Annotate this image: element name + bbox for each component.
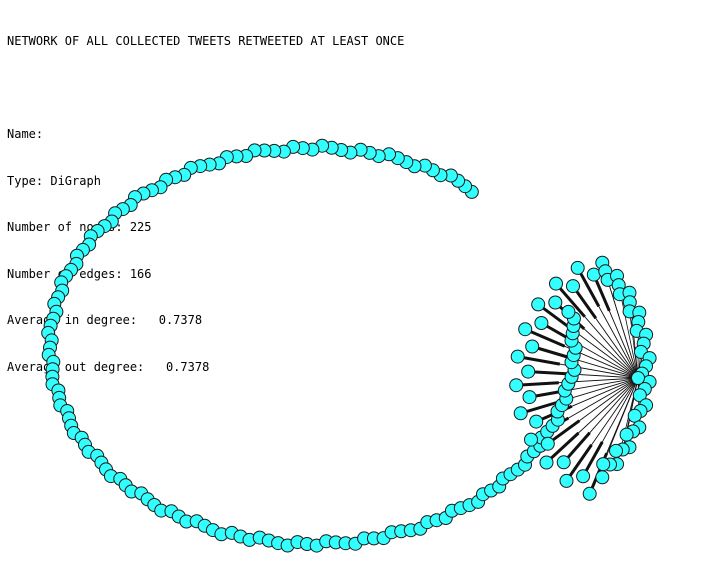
graph-edge <box>524 327 566 348</box>
graph-edge <box>516 381 559 387</box>
graph-edge <box>576 267 601 308</box>
graph-node <box>595 470 610 485</box>
graph-node <box>561 304 576 319</box>
edge-layer <box>516 262 650 495</box>
graph-node <box>609 443 623 458</box>
graph-node <box>534 316 549 330</box>
graph-edge <box>602 377 639 465</box>
graph-node <box>539 455 554 470</box>
graph-node <box>521 364 536 379</box>
node-layer <box>41 138 657 553</box>
graph-node <box>525 339 540 354</box>
graph-edge <box>607 279 639 379</box>
graph-title: NETWORK OF ALL COLLECTED TWEETS RETWEETE… <box>7 34 405 48</box>
graph-node <box>586 267 601 282</box>
graph-edge <box>554 282 586 318</box>
graph-node <box>576 469 591 484</box>
graph-node <box>619 427 634 442</box>
graph-node <box>549 276 563 291</box>
graph-edge <box>565 444 593 482</box>
graph-node <box>596 457 611 472</box>
graph-node <box>548 295 563 310</box>
graph-node <box>513 406 528 421</box>
graph-node <box>570 260 585 275</box>
graph-node <box>510 349 525 364</box>
graph-type: Type: DiGraph <box>7 173 101 188</box>
graph-edge <box>520 399 563 415</box>
graph-node <box>529 414 544 429</box>
graph-node <box>531 297 546 312</box>
graph-node <box>627 408 642 423</box>
avg-out-degree: Average out degree: 0.7378 <box>7 359 210 374</box>
graph-name: Name: <box>7 127 44 141</box>
graph-edge <box>545 431 580 464</box>
graph-node <box>559 473 574 488</box>
graph-node <box>566 279 580 294</box>
graph-node <box>631 371 645 385</box>
graph-node <box>632 388 647 403</box>
graph-node <box>522 390 537 405</box>
graph-edge <box>629 311 639 379</box>
graph-edge <box>517 355 561 366</box>
graph-node <box>509 378 524 393</box>
graph-node <box>524 432 538 447</box>
graph-node <box>518 322 533 337</box>
graph-node <box>582 486 597 501</box>
graph-node <box>556 455 571 470</box>
graph-node <box>540 436 555 451</box>
